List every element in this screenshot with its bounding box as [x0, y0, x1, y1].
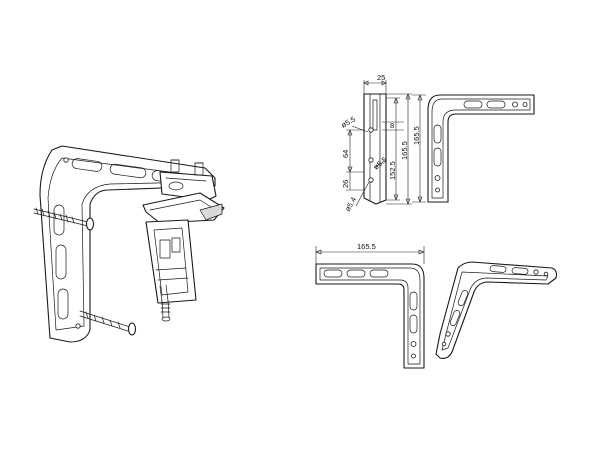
dim-spacing-bottom: 26: [341, 180, 350, 188]
front-view-bottom-left: 165.5: [315, 242, 425, 369]
dim-small-offset: 8: [390, 121, 394, 130]
dim-height-outer: 165.5: [400, 141, 409, 160]
dim-front-height: 165.5: [412, 126, 421, 145]
dim-height-inner: 152.5: [388, 161, 397, 180]
dim-spacing-mid: 64: [341, 150, 350, 158]
front-view-top-right: 165.5: [412, 94, 535, 203]
side-view: 25 8 152.5 165.5 64 26 ø5.5 ø5.5 ø5.4: [340, 73, 412, 213]
dim-hole-dia-top: ø5.5: [340, 114, 358, 129]
dim-front-width: 165.5: [357, 242, 376, 251]
isometric-assembly-view: [33, 145, 225, 343]
dim-hole-dia-bottom: ø5.4: [343, 195, 358, 213]
dim-top-width: 25: [377, 73, 385, 82]
perspective-view: [435, 261, 558, 359]
